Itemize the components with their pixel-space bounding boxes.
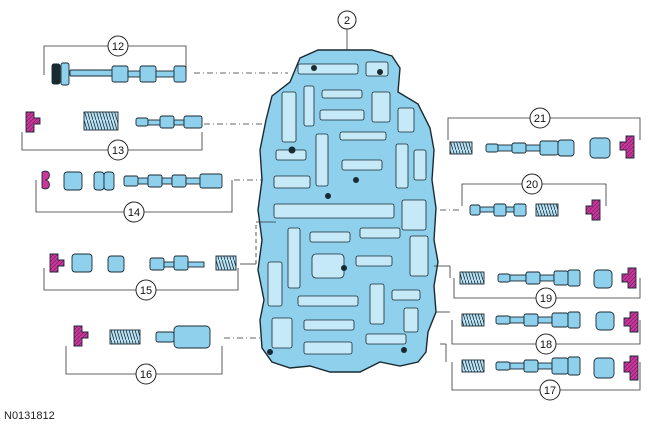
valve-body xyxy=(257,49,439,373)
callout-21: 21 xyxy=(529,107,551,129)
svg-text:13: 13 xyxy=(112,145,124,157)
figure-id-label: N0131812 xyxy=(4,410,55,422)
assembly-20-parts xyxy=(469,199,601,221)
svg-text:18: 18 xyxy=(540,339,552,351)
assembly-15-parts xyxy=(49,253,237,273)
callout-13: 13 xyxy=(107,139,129,161)
callout-2: 2 xyxy=(337,10,357,30)
svg-text:20: 20 xyxy=(526,179,538,191)
svg-text:16: 16 xyxy=(140,369,152,381)
svg-text:2: 2 xyxy=(344,15,350,27)
callout-16: 16 xyxy=(135,363,157,385)
callout-20: 20 xyxy=(521,173,543,195)
svg-text:19: 19 xyxy=(540,293,552,305)
svg-text:21: 21 xyxy=(534,113,546,125)
callout-19: 19 xyxy=(535,287,557,309)
assembly-19-parts xyxy=(459,267,637,289)
callout-17: 17 xyxy=(539,379,561,401)
svg-text:12: 12 xyxy=(112,41,124,53)
assembly-13-parts xyxy=(25,111,203,133)
assembly-12-parts xyxy=(51,62,187,86)
assembly-14-parts xyxy=(41,170,223,191)
assembly-16-parts xyxy=(73,325,211,349)
svg-text:17: 17 xyxy=(544,385,556,397)
callout-14: 14 xyxy=(123,201,145,223)
callout-15: 15 xyxy=(135,279,157,301)
svg-text:15: 15 xyxy=(140,285,152,297)
assembly-17-parts xyxy=(461,355,639,381)
svg-text:14: 14 xyxy=(128,207,140,219)
assembly-21-parts xyxy=(449,135,635,159)
callout-12: 12 xyxy=(107,35,129,57)
callout-18: 18 xyxy=(535,333,557,355)
assembly-18-parts xyxy=(461,311,639,333)
